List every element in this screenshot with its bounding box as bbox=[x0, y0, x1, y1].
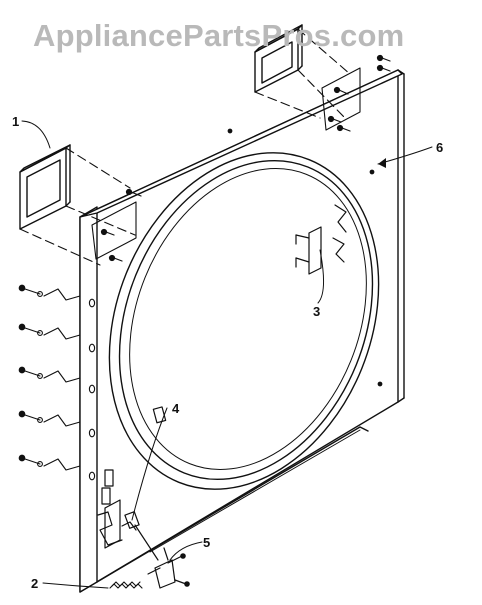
callout-6: 6 bbox=[436, 140, 443, 155]
spring bbox=[109, 581, 143, 589]
grommet-screws bbox=[100, 54, 391, 387]
door-strike bbox=[295, 204, 347, 275]
grommet-right-projection bbox=[254, 28, 361, 131]
door-opening-ring bbox=[108, 152, 380, 490]
door-switch bbox=[97, 406, 167, 561]
grommet-left-projection bbox=[19, 147, 137, 266]
callout-1: 1 bbox=[12, 114, 19, 129]
bracket bbox=[147, 547, 190, 589]
callout-5: 5 bbox=[203, 535, 210, 550]
grommet-left bbox=[19, 144, 71, 230]
callout-4: 4 bbox=[172, 401, 180, 416]
side-screws bbox=[18, 284, 96, 481]
callout-2: 2 bbox=[31, 576, 38, 591]
site-watermark: AppliancePartsPros.com bbox=[33, 18, 405, 53]
callout-3: 3 bbox=[313, 304, 320, 319]
front-panel bbox=[79, 69, 405, 593]
